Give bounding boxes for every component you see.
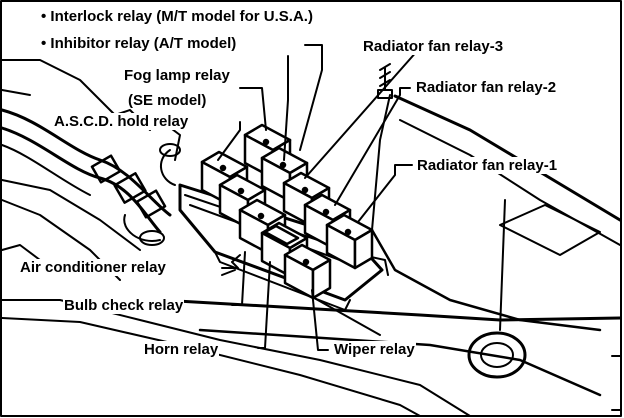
relays xyxy=(200,123,374,300)
leader-lines xyxy=(217,44,621,411)
fender-panel xyxy=(370,94,622,332)
label-bulb-check-relay: Bulb check relay xyxy=(63,297,185,314)
label-air-conditioner-relay: Air conditioner relay xyxy=(19,259,167,276)
note-inhibitor-relay: • Inhibitor relay (A/T model) xyxy=(40,35,238,52)
label-horn-relay: Horn relay xyxy=(143,341,220,358)
label-ascd-hold-relay: A.S.C.D. hold relay xyxy=(53,113,190,130)
label-radiator-fan-relay-1: Radiator fan relay-1 xyxy=(416,157,559,174)
label-wiper-relay: Wiper relay xyxy=(333,341,416,358)
relay-wiper xyxy=(283,243,332,300)
core-support-bar xyxy=(158,289,622,397)
relay-horn xyxy=(263,224,300,246)
wire-harness xyxy=(0,108,181,246)
label-fog-lamp-relay: Fog lamp relay xyxy=(123,67,231,84)
relay-radiator-fan-1 xyxy=(325,213,374,270)
label-fog-lamp-relay-note: (SE model) xyxy=(127,92,208,109)
label-radiator-fan-relay-2: Radiator fan relay-2 xyxy=(415,79,558,96)
note-interlock-relay: • Interlock relay (M/T model for U.S.A.) xyxy=(40,8,314,25)
label-radiator-fan-relay-3: Radiator fan relay-3 xyxy=(362,38,505,55)
